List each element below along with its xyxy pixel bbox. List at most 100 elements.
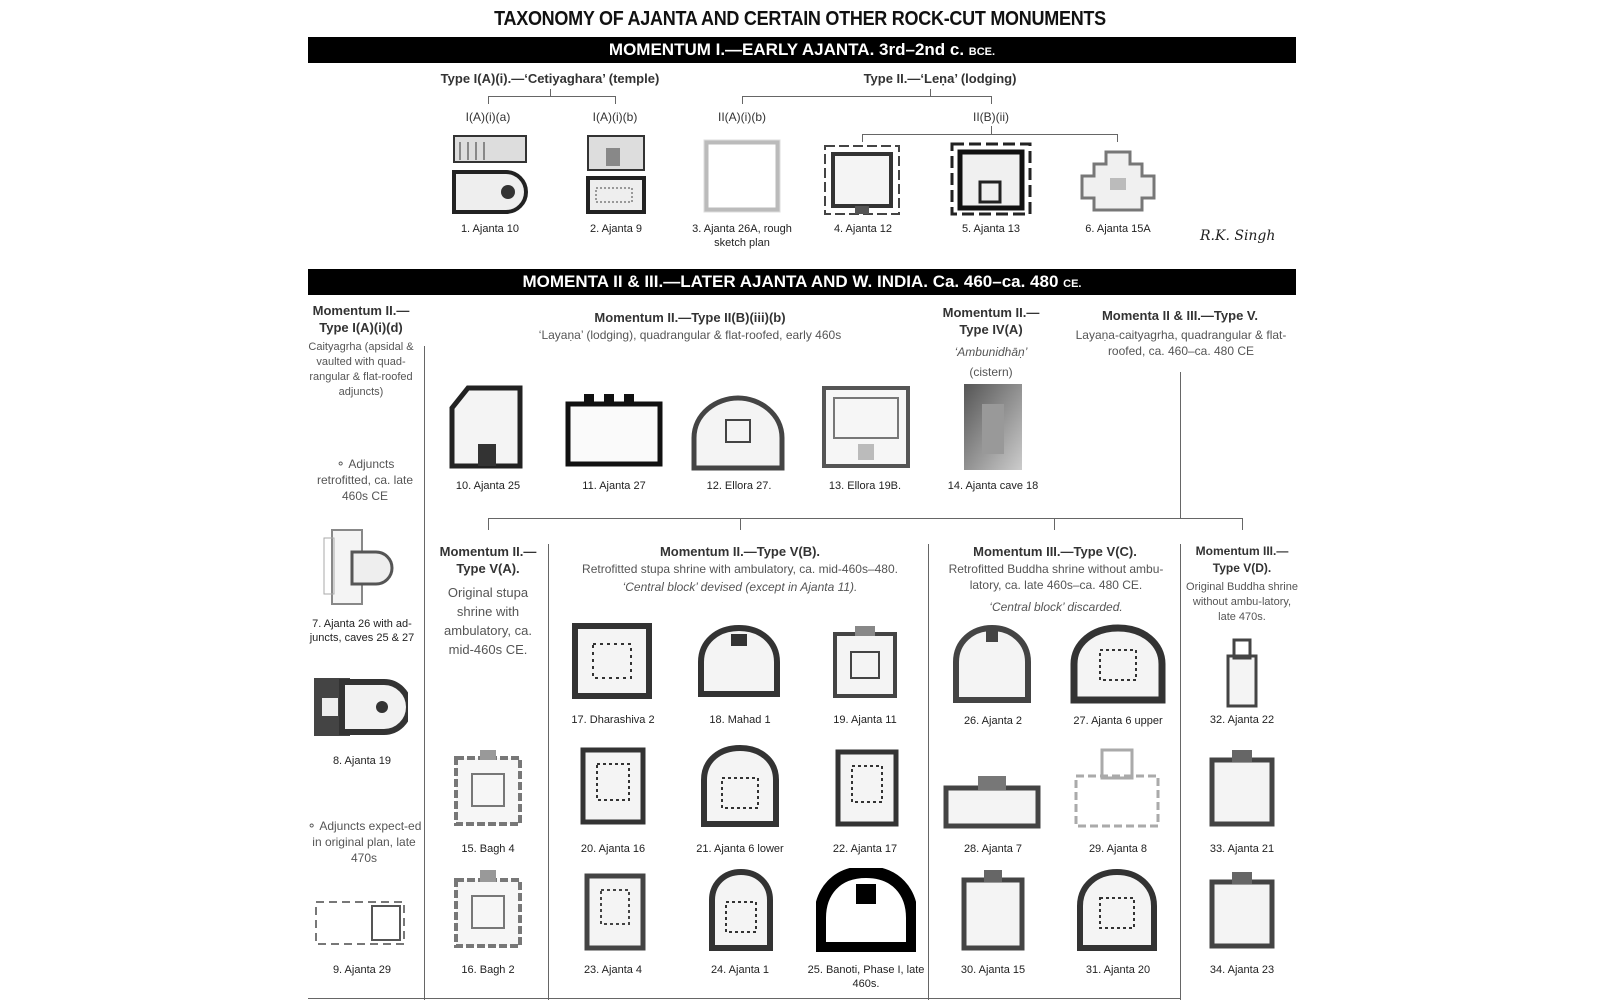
plan-banoti [816,868,916,952]
plan-ajanta-9 [586,134,646,216]
caption-10: 10. Ajanta 25 [455,480,521,492]
plan-ajanta-22 [1222,636,1262,710]
signature: R.K. Singh [1200,228,1276,244]
plan-ajanta-10 [452,134,528,216]
caption-34: 34. Ajanta 23 [1209,964,1275,976]
plan-ajanta-15a [1080,150,1156,212]
label-i-a-i-b: I(A)(i)(b) [592,110,638,124]
caption-9: 9. Ajanta 29 [332,964,392,976]
left-note-1: ⚬ Adjuncts retrofitted, ca. late 460s CE [316,457,414,503]
plan-dharashiva-2 [569,620,655,702]
caption-1: 1. Ajanta 10 [460,223,520,235]
caption-12: 12. Ellora 27. [706,480,772,492]
caption-15: 15. Bagh 4 [461,843,515,855]
caption-25: 25. Banoti, Phase I, late 460s. [807,964,925,990]
plan-ajanta-17 [834,744,900,828]
vd-head: Momentum III.— Type V(D). [1195,544,1289,575]
caption-21: 21. Ajanta 6 lower [696,843,784,855]
caption-17: 17. Dharashiva 2 [571,714,655,726]
plan-ajanta-20 [1076,868,1158,952]
caption-6: 6. Ajanta 15A [1085,223,1151,235]
vb-desc-1: Retrofitted stupa shrine with ambulatory… [582,562,898,576]
layana-desc: ‘Layaṇa’ (lodging), quadrangular & flat-… [538,328,842,342]
plan-ellora-19b [818,384,914,470]
diagram-title: TAXONOMY OF AJANTA AND CERTAIN OTHER ROC… [494,8,1106,30]
caption-11: 11. Ajanta 27 [582,480,646,492]
plan-ajanta-19 [312,670,408,744]
vc-desc-2: ‘Central block’ discarded. [989,600,1123,614]
caption-7: 7. Ajanta 26 with ad-juncts, caves 25 & … [309,618,415,644]
plan-ajanta-21 [1206,748,1278,828]
left-col-head: Momentum II.— Type I(A)(i)(d) [312,303,410,335]
plan-bagh-4 [450,748,526,830]
type-v-head: Momenta II & III.—Type V. [1101,308,1259,323]
type-ii-header: Type II.—‘Leṇa’ (lodging) [863,71,1017,86]
momentum-i-band: MOMENTUM I.—EARLY AJANTA. 3rd–2nd c. BCE… [308,37,1296,63]
plan-ajanta-27 [564,392,664,468]
plan-ajanta-12 [823,144,901,216]
plan-ajanta-26 [322,526,396,608]
plan-ajanta-25 [448,384,524,470]
plan-ajanta-26a [702,138,782,214]
caption-3: 3. Ajanta 26A, rough sketch plan [692,223,792,249]
plan-ajanta-23 [1206,870,1278,950]
type-v-desc: Layaṇa-caityagrha, quadrangular & flat-r… [1075,328,1287,358]
plan-ajanta-4 [583,868,647,952]
va-head: Momentum II.— Type V(A). [439,544,537,576]
caption-2: 2. Ajanta 9 [590,223,642,235]
caption-28: 28. Ajanta 7 [963,843,1023,855]
plan-ajanta-7 [942,774,1042,830]
caption-18: 18. Mahad 1 [709,714,771,726]
band2-main: MOMENTA II & III.—LATER AJANTA AND W. IN… [522,272,1064,291]
plan-ajanta-29 [312,896,408,950]
plan-ajanta-6-upper [1070,624,1166,704]
layana-head: Momentum II.—Type II(B)(iii)(b) [594,310,786,325]
plan-ajanta-6-lower [700,744,780,828]
caption-20: 20. Ajanta 16 [580,843,646,855]
cistern-desc-1: ‘Ambunidhāṇ’ [954,345,1028,359]
plan-ajanta-16 [577,744,649,828]
caption-26: 26. Ajanta 2 [963,715,1023,727]
vb-desc-2: ‘Central block’ devised (except in Ajant… [622,580,858,594]
caption-27: 27. Ajanta 6 upper [1073,715,1163,727]
band1-suffix: BCE. [968,46,996,58]
vc-desc-1: Retrofitted Buddha shrine without ambu-l… [948,562,1164,592]
left-col-desc: Caityagrha (apsidal & vaulted with quad-… [308,341,414,398]
caption-23: 23. Ajanta 4 [583,964,643,976]
plan-mahad-1 [697,624,781,698]
plan-bagh-2 [450,868,526,950]
vd-desc: Original Buddha shrine without ambu-lato… [1186,581,1298,623]
cistern-head: Momentum II.— Type IV(A) [942,305,1040,337]
caption-8: 8. Ajanta 19 [332,755,392,767]
plan-ajanta-8 [1072,746,1162,830]
caption-19: 19. Ajanta 11 [833,714,897,726]
plan-ajanta-2 [952,624,1032,704]
caption-13: 13. Ellora 19B. [828,480,902,492]
label-ii-b-ii: II(B)(ii) [973,110,1009,124]
left-note-2: ⚬ Adjuncts expect-ed in original plan, l… [306,819,422,865]
band1-main: MOMENTUM I.—EARLY AJANTA. 3rd–2nd c. [608,40,969,59]
caption-16: 16. Bagh 2 [461,964,515,976]
va-desc: Original stupa shrine with ambulatory, c… [444,585,532,657]
plan-ajanta-13 [950,142,1032,216]
type-i-header: Type I(A)(i).—‘Cetiyaghara’ (temple) [440,71,660,86]
plan-ellora-27 [690,394,786,472]
caption-30: 30. Ajanta 15 [960,964,1026,976]
vb-head: Momentum II.—Type V(B). [659,544,821,559]
label-ii-a-i-b: II(A)(i)(b) [718,110,766,124]
caption-24: 24. Ajanta 1 [710,964,770,976]
caption-5: 5. Ajanta 13 [961,223,1021,235]
plan-ajanta-1 [708,868,774,952]
caption-4: 4. Ajanta 12 [833,223,893,235]
caption-33: 33. Ajanta 21 [1209,843,1275,855]
caption-14: 14. Ajanta cave 18 [947,480,1039,492]
cistern-desc-2: (cistern) [969,365,1013,379]
photo-ajanta-18 [964,384,1022,470]
caption-32: 32. Ajanta 22 [1209,714,1275,726]
band2-suffix: CE. [1063,278,1082,290]
caption-29: 29. Ajanta 8 [1088,843,1148,855]
plan-ajanta-11 [829,624,901,700]
caption-31: 31. Ajanta 20 [1085,964,1151,976]
label-i-a-i-a: I(A)(i)(a) [465,110,511,124]
momenta-ii-iii-band: MOMENTA II & III.—LATER AJANTA AND W. IN… [308,269,1296,295]
